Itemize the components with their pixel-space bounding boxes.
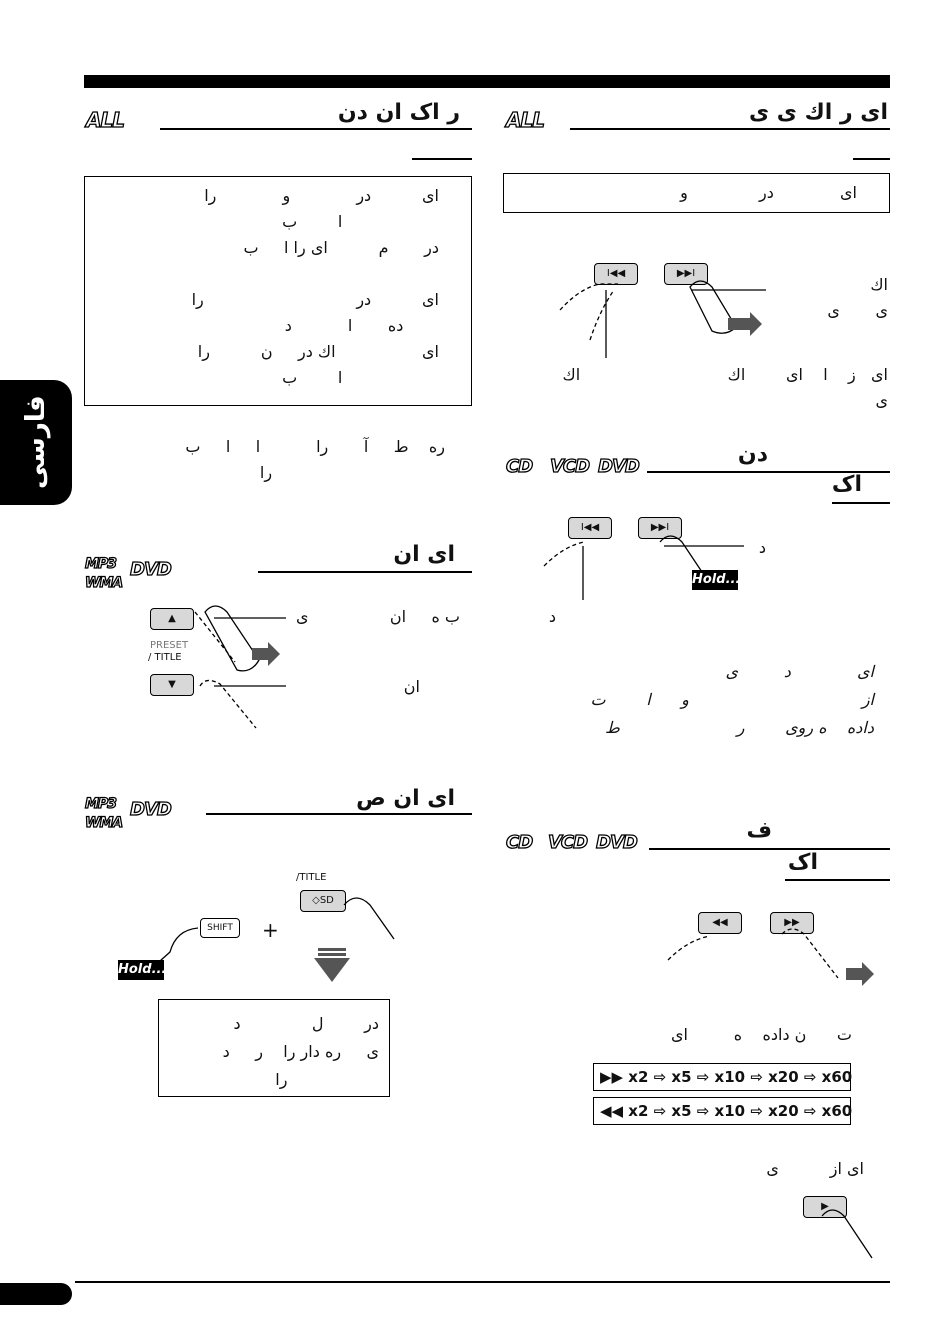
right-section1-title: ای ر اك ی ی — [748, 100, 888, 125]
dvd-badge-3: DVD — [597, 456, 640, 477]
right-section2-subrule — [832, 502, 890, 504]
all-badge-left: ALL — [85, 108, 125, 132]
right-section2-paragraph: ای د ی از و ا ت داده ه روی ر ط — [590, 662, 874, 737]
cd-badge-1: CD — [505, 456, 533, 477]
left-section2-rule — [258, 571, 472, 573]
down-button[interactable]: ▼ — [150, 674, 194, 696]
left-section3-box: در ل د ی ره دار را ر د را — [158, 999, 390, 1097]
right-section2-label-right: د — [758, 538, 766, 557]
all-badge-right: ALL — [505, 108, 545, 132]
right-section3-title: ف — [746, 818, 772, 843]
left-section3-title: ای ان ص — [356, 786, 455, 811]
cd-badge-2: CD — [505, 832, 533, 853]
next-button-2[interactable]: ▶▶I — [638, 517, 682, 539]
right-section3-label: ت ن داده ه ای — [671, 1025, 852, 1044]
dvd-badge-1: DVD — [129, 559, 172, 580]
dvd-badge-2: DVD — [129, 799, 172, 820]
hold-label-2: Hold.... — [692, 570, 745, 590]
title-label: / TITLE — [148, 652, 182, 663]
right-section2-label-bottom: د — [548, 607, 556, 626]
left-section1-box: ای در و را ا ب در م ای را ا ب ای در را د… — [84, 176, 472, 406]
left-section1-rule — [160, 128, 472, 130]
dvd-badge-4: DVD — [595, 832, 638, 853]
page-number-tab — [0, 1283, 72, 1305]
vcd-badge-1: VCD — [549, 456, 590, 477]
next-button[interactable]: ▶▶I — [664, 263, 708, 285]
top-bar — [84, 75, 890, 88]
up-button[interactable]: ▲ — [150, 608, 194, 630]
right-section1-rule — [570, 128, 890, 130]
right-section2-title: دن — [737, 442, 768, 467]
hold-label-1: Hold.... — [118, 960, 171, 980]
plus-sign: + — [262, 918, 279, 942]
vcd-badge-2: VCD — [547, 832, 588, 853]
speed-reverse-row: ◀◀ x2 ⇨ x5 ⇨ x10 ⇨ x20 ⇨ x60 — [593, 1097, 852, 1125]
right-section2-subtitle: اک — [831, 472, 862, 497]
left-section2-title: ای ان — [393, 542, 455, 567]
left-section1-subrule — [412, 158, 472, 160]
bottom-rule — [75, 1281, 890, 1283]
right-section1-label-right: اك ی ی — [827, 275, 888, 320]
right-section2-rule — [647, 471, 890, 473]
shift-button[interactable]: SHIFT — [200, 918, 240, 938]
fast-forward-button[interactable]: ▶▶ — [770, 912, 814, 934]
prev-button-2[interactable]: I◀◀ — [568, 517, 612, 539]
left-section1-note: ره ط آ را ا ا ب را — [185, 437, 445, 482]
right-section3-rule — [649, 848, 890, 850]
prev-button[interactable]: I◀◀ — [594, 263, 638, 285]
left-section2-down-label: ان — [403, 677, 420, 696]
left-section1-title: ر اک ان دن — [337, 100, 460, 125]
right-section1-label-bottom: ای ز ا ای اك اك ی — [562, 365, 889, 410]
left-section3-rule — [206, 813, 472, 815]
right-section1-subrule — [853, 158, 890, 160]
right-section1-box: ای در و — [503, 173, 890, 213]
left-section2-up-label: ب ه ان ی — [295, 607, 460, 626]
preset-label: PRESET — [150, 640, 189, 651]
osd-button[interactable]: ◇SD — [300, 890, 346, 912]
right-section3-subrule — [785, 879, 890, 881]
play-button[interactable]: ▶ — [803, 1196, 847, 1218]
right-section3-resume-text: ای از ی — [766, 1159, 864, 1178]
rewind-button[interactable]: ◀◀ — [698, 912, 742, 934]
left-section1-box-text: ای در و را ا ب در م ای را ا ب ای در را د… — [191, 186, 439, 387]
left-section3-box-text: در ل د ی ره دار را ر د را — [222, 1014, 379, 1089]
speed-forward-row: ▶▶ x2 ⇨ x5 ⇨ x10 ⇨ x20 ⇨ x60 — [593, 1063, 852, 1091]
right-section1-box-text: ای در و — [680, 183, 857, 202]
language-side-tab: فارسی — [0, 380, 72, 505]
right-section3-subtitle: اک — [787, 850, 818, 875]
title-label-2: /TITLE — [296, 872, 327, 883]
